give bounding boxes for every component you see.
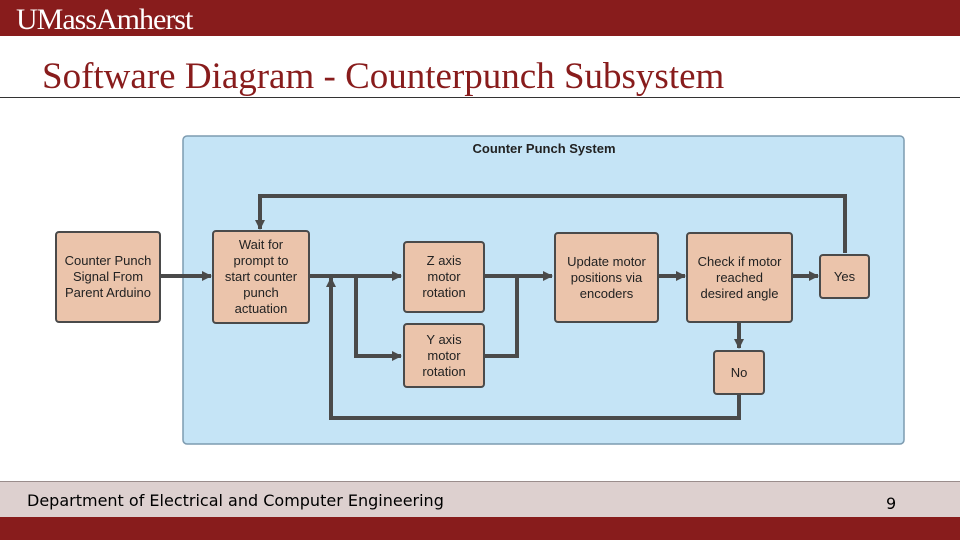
department-name: Department of Electrical and Computer En… (27, 491, 444, 510)
node-update-motor-positions: Update motor positions via encoders (554, 232, 659, 323)
line-y-axis-merge (484, 276, 519, 358)
node-y-axis-rotation: Y axis motor rotation (403, 323, 485, 388)
node-z-axis-rotation: Z axis motor rotation (403, 241, 485, 313)
arrow-no-loop-back (326, 277, 741, 420)
node-check-motor-angle: Check if motor reached desired angle (686, 232, 793, 323)
node-no: No (713, 350, 765, 395)
system-label: Counter Punch System (472, 141, 616, 156)
arrow-branch-to-y-axis (354, 276, 402, 361)
node-signal-from-arduino: Counter Punch Signal From Parent Arduino (55, 231, 161, 323)
bottom-bar (0, 517, 960, 540)
slide-title: Software Diagram - Counterpunch Subsyste… (42, 56, 725, 97)
header-bar: UMassAmherst (0, 0, 960, 36)
node-yes: Yes (819, 254, 870, 299)
node-wait-for-prompt: Wait for prompt to start counter punch a… (212, 230, 310, 324)
arrow-yes-loop-to-wait (255, 194, 847, 253)
title-divider (0, 97, 960, 98)
page-number: 9 (886, 494, 897, 513)
umass-amherst-logo: UMassAmherst (16, 3, 193, 36)
footer-band (0, 481, 960, 517)
